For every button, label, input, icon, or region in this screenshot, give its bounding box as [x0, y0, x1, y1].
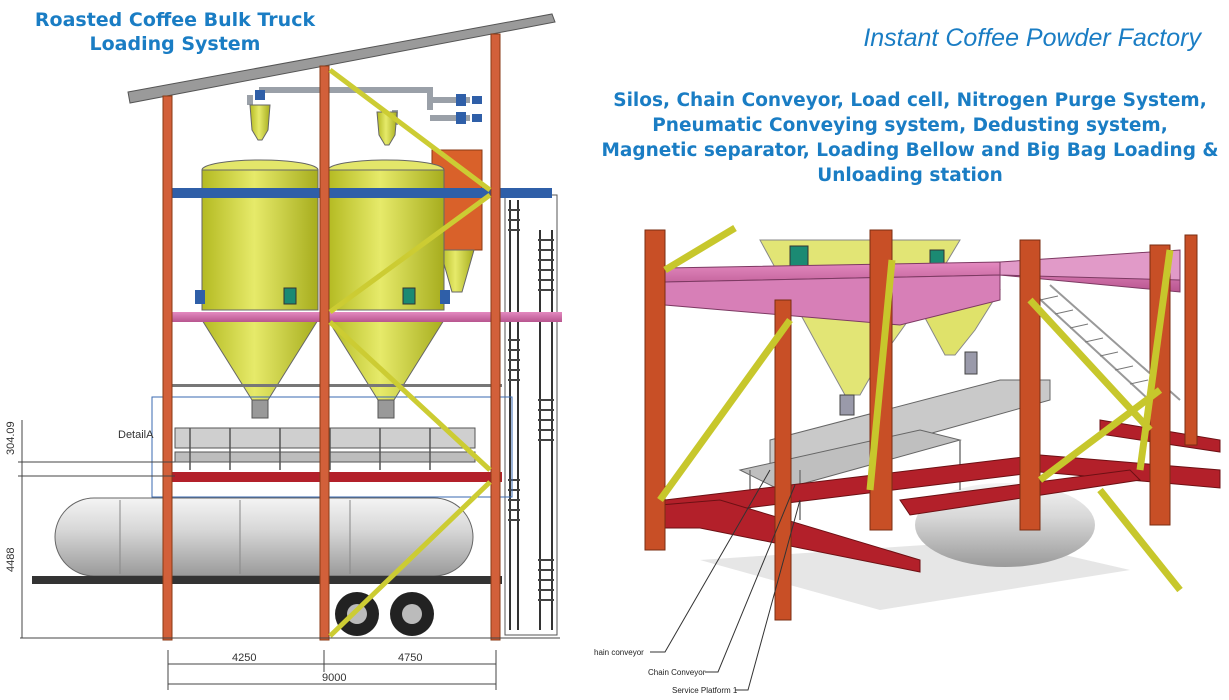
iso-bracing	[657, 224, 1183, 593]
dim-9000: 9000	[322, 672, 346, 684]
callout-service-platform: Service Platform 1	[672, 686, 738, 695]
subtitle-line-3: Magnetic separator, Loading Bellow and B…	[601, 140, 1219, 161]
dim-4250: 4250	[232, 652, 256, 664]
subtitle-line-2: Pneumatic Conveying system, Dedusting sy…	[652, 115, 1168, 136]
roof	[127, 13, 556, 104]
right-title: Instant Coffee Powder Factory	[863, 24, 1201, 52]
stair-tower	[504, 194, 558, 636]
right-isometric-drawing: hain conveyor Chain Conveyor Service Pla…	[594, 224, 1221, 695]
dim-4750: 4750	[398, 652, 422, 664]
valves	[255, 90, 482, 124]
detail-a-label: DetailA	[118, 429, 154, 441]
left-title-line-1: Roasted Coffee Bulk Truck	[34, 9, 316, 31]
steel-columns	[162, 33, 501, 641]
vertical-dimensions	[18, 420, 175, 638]
pink-beam	[172, 312, 562, 322]
dim-304: 304.09	[5, 421, 17, 455]
left-title: Roasted Coffee Bulk Truck Loading System	[0, 8, 350, 56]
equipment-subtitle: Silos, Chain Conveyor, Load cell, Nitrog…	[600, 88, 1220, 188]
left-elevation-drawing: DetailA	[5, 13, 562, 690]
callout-chain-conveyor-1: hain conveyor	[594, 648, 644, 657]
subtitle-line-4: Unloading station	[817, 165, 1003, 186]
left-title-line-2: Loading System	[89, 33, 261, 55]
cyclone-2	[376, 111, 398, 146]
cyclone-1	[249, 104, 271, 141]
red-beam	[172, 472, 502, 482]
silo-1	[195, 159, 319, 419]
horizontal-dimensions	[167, 650, 497, 690]
callout-chain-conveyor-2: Chain Conveyor	[648, 668, 706, 677]
dust-filter-hopper	[439, 249, 475, 293]
dim-4488: 4488	[5, 548, 17, 572]
truck-wheels	[335, 592, 434, 636]
load-cell-1	[789, 245, 809, 269]
callout-leaders	[650, 469, 801, 691]
bracing	[328, 68, 492, 638]
bulk-truck	[32, 497, 502, 636]
subtitle-line-1: Silos, Chain Conveyor, Load cell, Nitrog…	[613, 90, 1207, 111]
blue-beam	[172, 188, 552, 198]
detail-a-box	[151, 396, 513, 498]
